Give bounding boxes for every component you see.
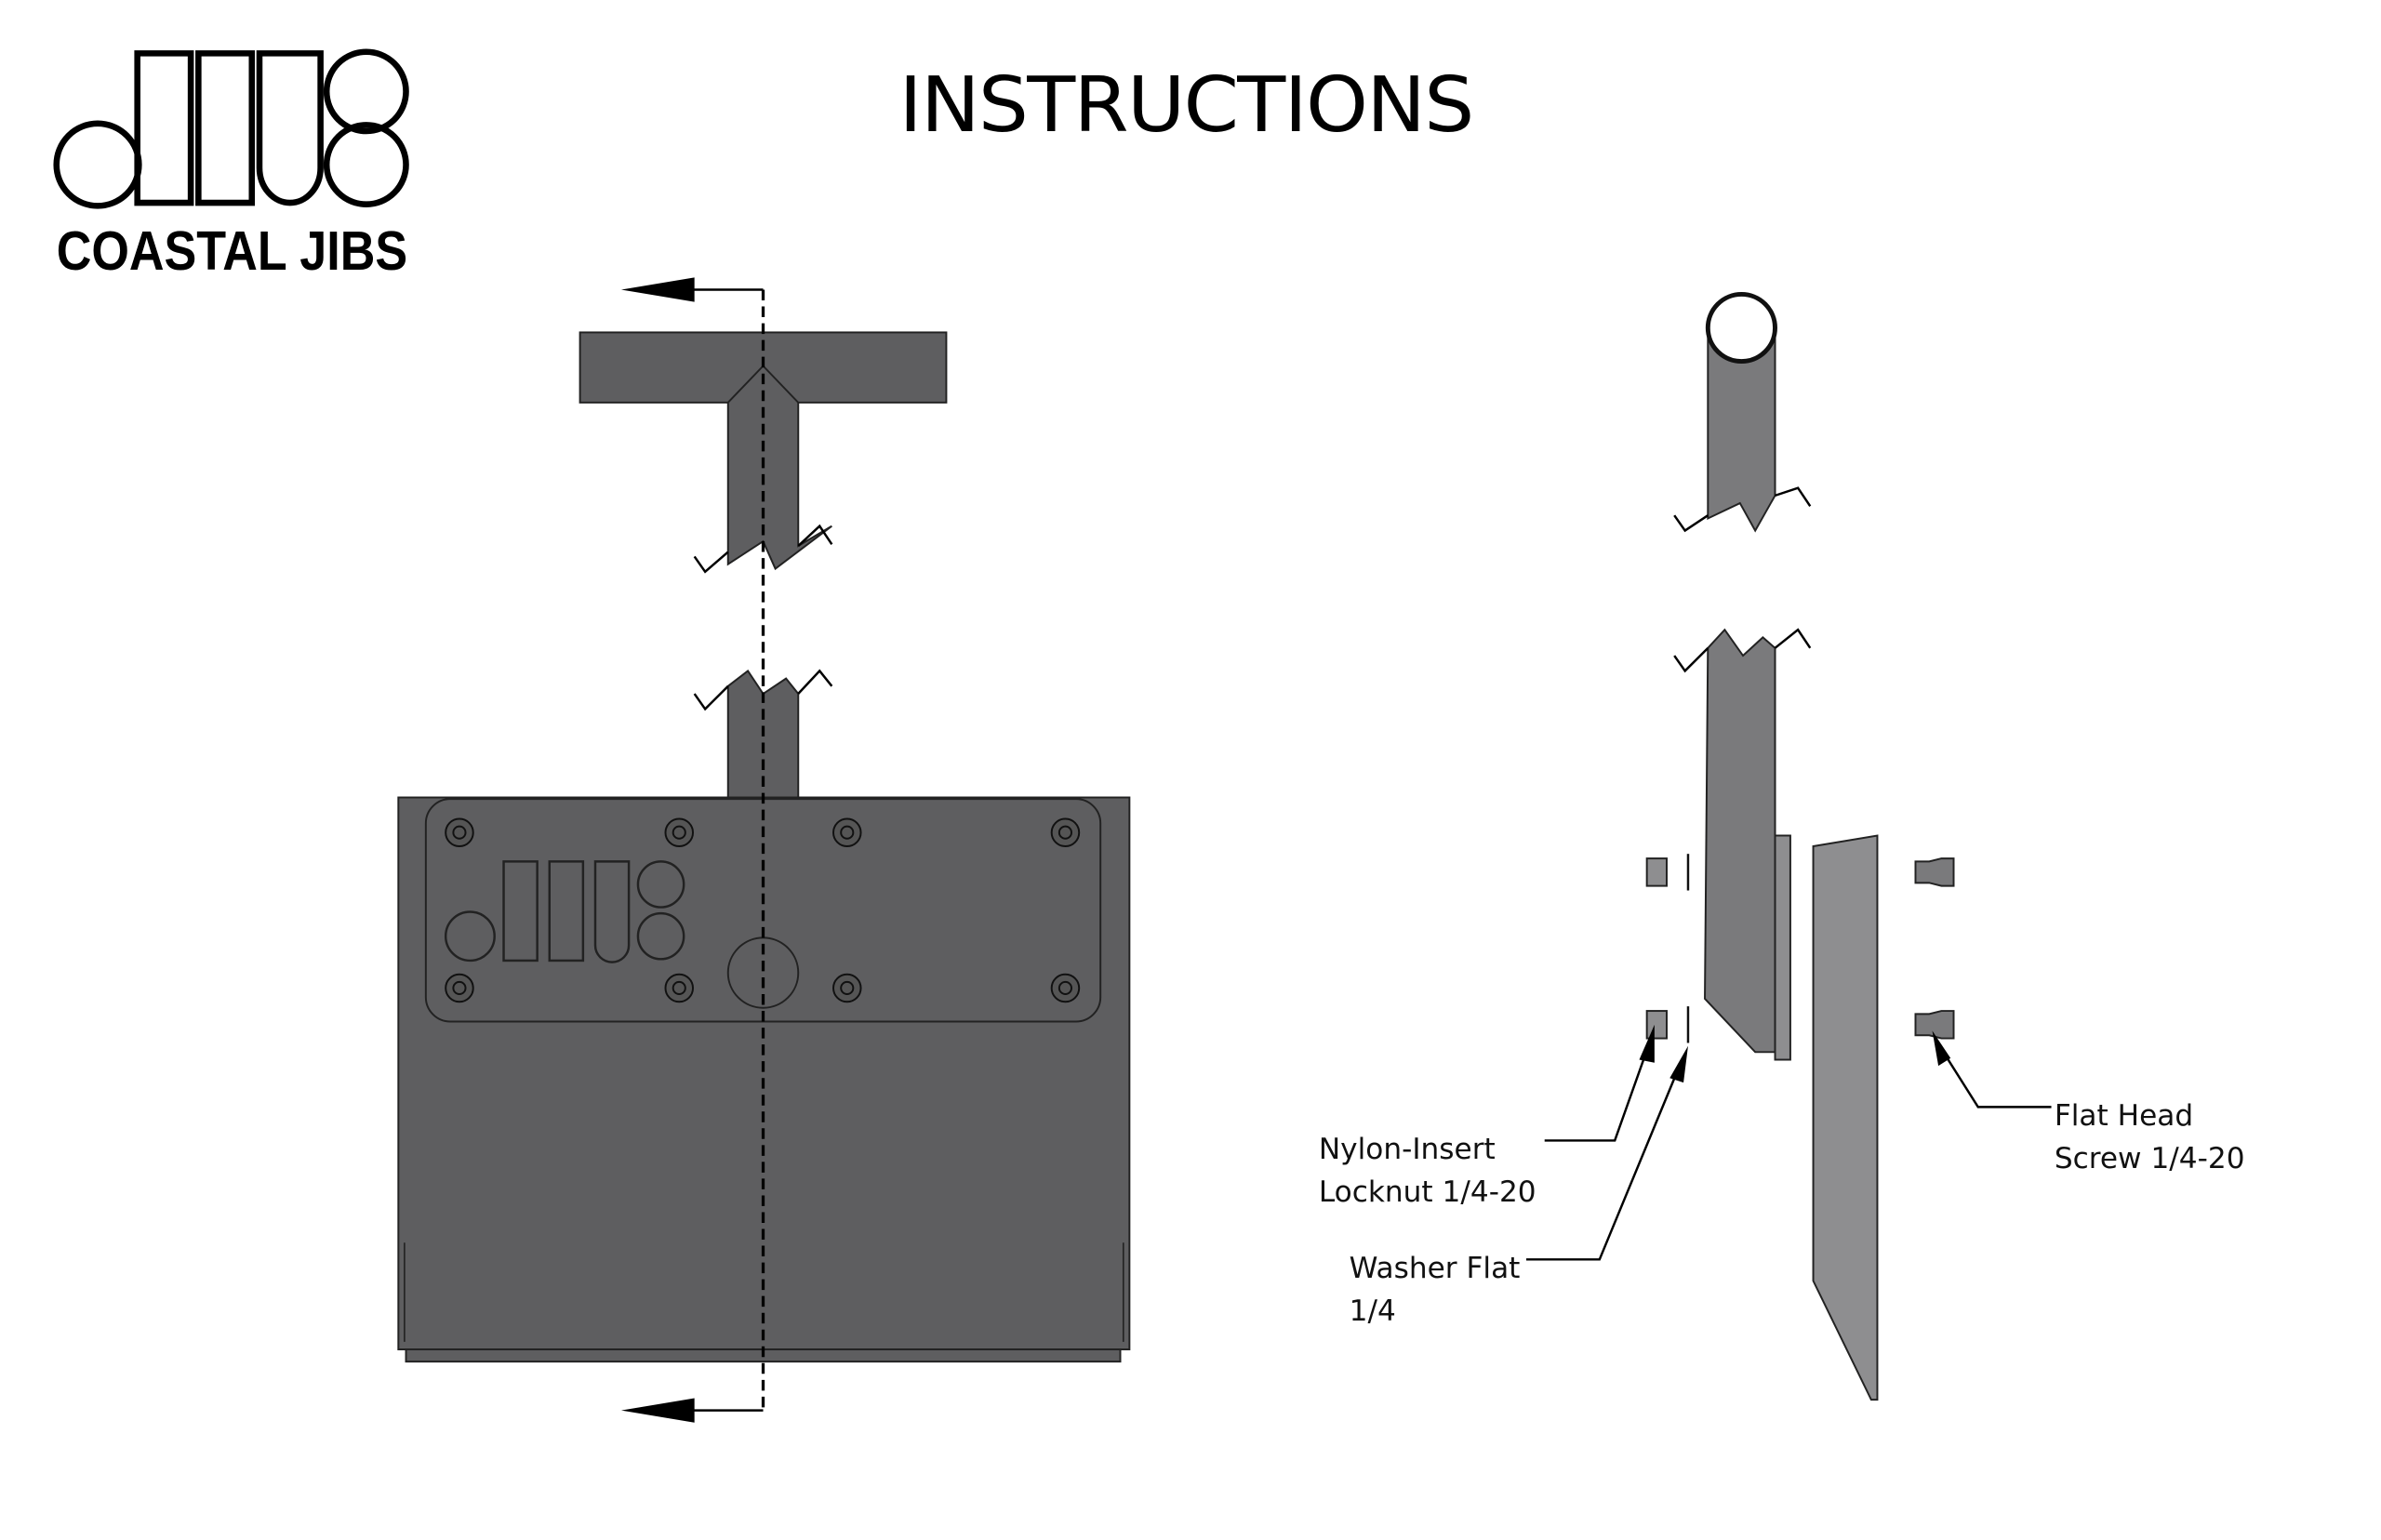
locknut-label-line1: Nylon-Insert xyxy=(1319,1133,1496,1166)
upper-tube-segment xyxy=(726,365,832,571)
locknut-label-line2: Locknut 1/4-20 xyxy=(1319,1175,1536,1209)
page-title: INSTRUCTIONS xyxy=(899,61,1473,150)
washer-label-line2: 1/4 xyxy=(1350,1294,1396,1328)
bracket xyxy=(1774,834,1791,1061)
section-arrow-top xyxy=(620,277,695,302)
screw-label-line2: Screw 1/4-20 xyxy=(2055,1142,2245,1175)
tube-section-lower xyxy=(1704,628,1776,1054)
mounting-screws xyxy=(445,817,1081,1003)
washer-label-line1: Washer Flat xyxy=(1350,1252,1521,1285)
section-arrow-bottom xyxy=(620,1398,695,1423)
plate-logo-emboss xyxy=(444,860,685,963)
brand-name: COASTAL JIBS xyxy=(57,220,407,282)
trim-tab-blade xyxy=(1812,834,1879,1401)
coastal-jibs-logo xyxy=(53,48,409,209)
front-view-assembly xyxy=(397,277,1131,1423)
section-view-assembly xyxy=(1526,291,2052,1401)
screw-label-line1: Flat Head xyxy=(2055,1099,2193,1133)
flat-head-screw-icon xyxy=(1914,857,1955,1040)
locknut-icon xyxy=(1645,857,1668,1040)
tube-end-circle xyxy=(1705,291,1777,365)
